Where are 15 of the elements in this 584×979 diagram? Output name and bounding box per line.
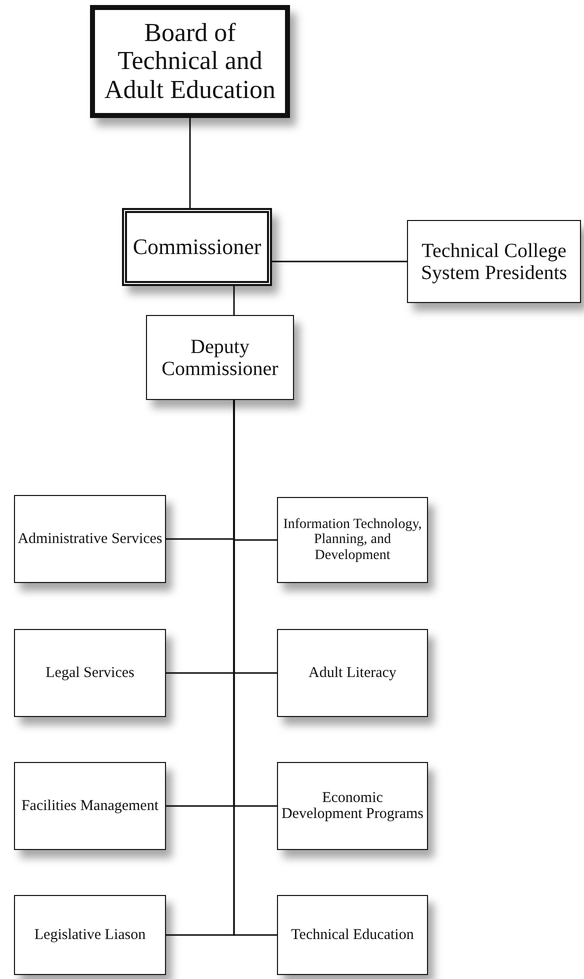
org-box: Deputy Commissioner: [146, 315, 294, 400]
org-box: Commissioner: [122, 208, 272, 286]
org-box: Technical Education: [277, 895, 428, 975]
org-box: Economic Development Programs: [277, 762, 428, 850]
org-box: Board of Technical and Adult Education: [90, 5, 290, 118]
org-box: Administrative Services: [14, 495, 166, 583]
connector-line: [233, 286, 235, 315]
org-box: Adult Literacy: [277, 629, 428, 717]
org-box: Legislative Liason: [14, 895, 166, 975]
org-box: Legal Services: [14, 629, 166, 717]
connector-line: [189, 118, 191, 208]
org-box: Facilities Management: [14, 762, 166, 850]
org-box: Information Technology, Planning, and Development: [277, 497, 428, 583]
org-box: Technical College System Presidents: [407, 220, 581, 303]
connector-line: [272, 260, 407, 262]
